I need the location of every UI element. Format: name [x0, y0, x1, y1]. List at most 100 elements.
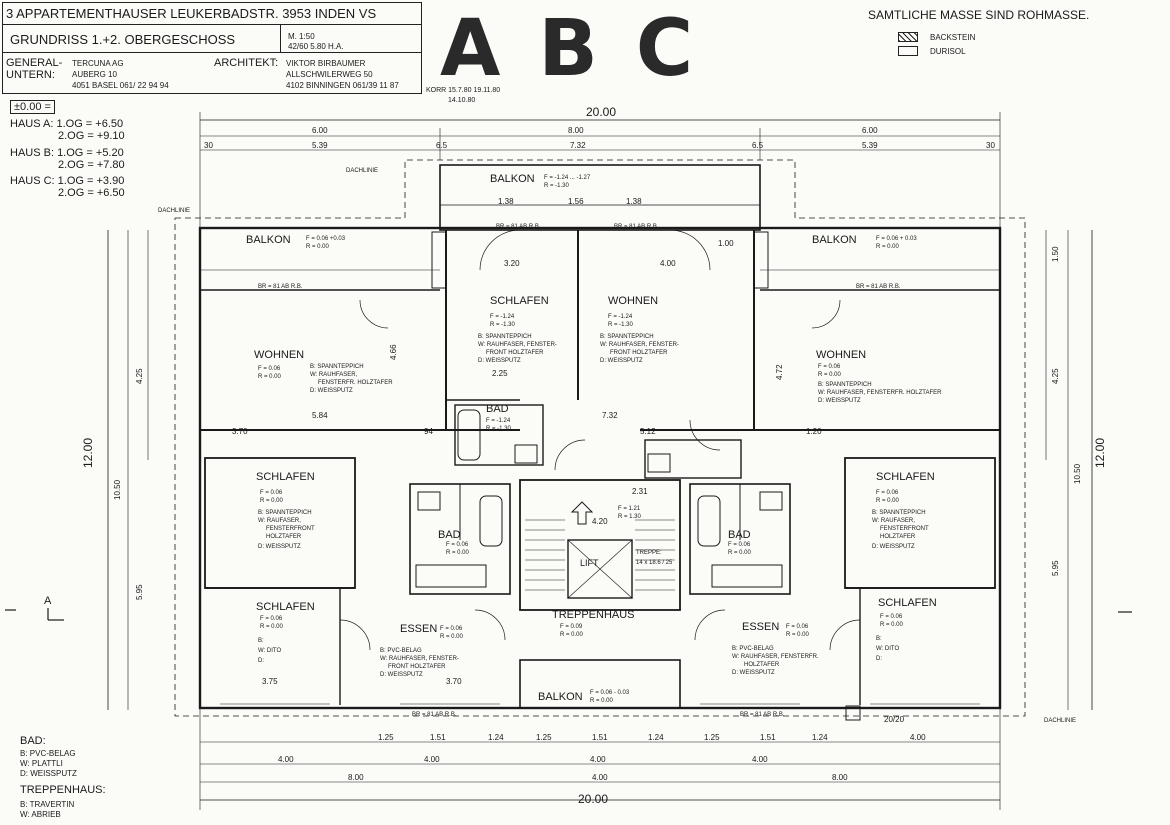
room-spec: D: WEISSPUTZ: [732, 670, 775, 676]
architect-line: ALLSCHWILERWEG 50: [286, 70, 373, 79]
room-spec: FRONT HOLZTAFER: [388, 664, 446, 670]
right-dim: 4.25: [1051, 368, 1060, 384]
abc-stencil-logo: ABC: [440, 4, 732, 94]
room-code: R = 0.00: [876, 244, 900, 250]
room-spec: B: SPANNTEPPICH: [478, 334, 532, 340]
top-sub-dim: 6.5: [752, 141, 764, 150]
room-code: F = -1.24: [490, 314, 515, 320]
br-label: BR = 81 AB R.B.: [614, 224, 659, 230]
misc-dim: 3.75: [262, 677, 278, 686]
contractor-line: AUBERG 10: [72, 70, 117, 79]
level-haus-a: HAUS A: 1.OG = +6.50: [10, 118, 124, 130]
dachlinie-label: DACHLINIE: [346, 168, 378, 174]
room-code: F = 0.06: [880, 614, 903, 620]
room-code: R = 0.00: [876, 498, 900, 504]
room-code: R = 0.00: [590, 698, 614, 704]
sheet-number: 42/60 5.80 H.A.: [288, 42, 344, 51]
misc-dim: 1.38: [626, 197, 642, 206]
architect-label: ARCHITEKT:: [214, 57, 279, 69]
room-spec: HOLZTAFER: [266, 534, 302, 540]
legend-label: DURISOL: [930, 47, 966, 56]
room-code: F = 0.06: [728, 542, 751, 548]
room-name: BAD: [486, 403, 509, 415]
misc-dim: 3.70: [446, 677, 462, 686]
finish-bad-item: D: WEISSPUTZ: [20, 769, 77, 778]
room-spec: HOLZTAFER: [880, 534, 916, 540]
room-code: F = 0.06: [258, 366, 281, 372]
legend-swatch-durisol: [898, 46, 918, 56]
right-dim: 10.50: [1073, 463, 1082, 484]
title-divider: [280, 24, 281, 52]
room-name: BAD: [728, 529, 751, 541]
room-spec: D: WEISSPUTZ: [310, 388, 353, 394]
lift-label: LIFT: [580, 558, 599, 568]
room-spec: D: WEISSPUTZ: [872, 544, 915, 550]
level-haus-b-2og: 2.OG = +7.80: [58, 159, 125, 171]
room-code: R = 0.00: [728, 550, 752, 556]
room-name: SCHLAFEN: [256, 471, 315, 483]
legend-label: BACKSTEIN: [930, 33, 976, 42]
bottom-detail-dim: 1.51: [760, 733, 776, 742]
misc-dim: 2.31: [632, 487, 648, 496]
revision-note: KORR 15.7.80 19.11.80: [426, 87, 501, 94]
sheet-title: GRUNDRISS 1.+2. OBERGESCHOSS: [10, 32, 236, 47]
top-sub-dim: 5.39: [862, 141, 878, 150]
top-dim: 6.00: [312, 126, 328, 135]
room-code: R = 0.00: [818, 372, 842, 378]
misc-dim: 4.20: [592, 517, 608, 526]
room-code: R = 0.00: [260, 624, 284, 630]
finish-bad-item: W: PLATTLI: [20, 759, 63, 768]
misc-dim: 94: [424, 427, 433, 436]
misc-dim: 4.72: [775, 364, 784, 380]
dimensions-note: SAMTLICHE MASSE SIND ROHMASSE.: [868, 8, 1090, 22]
bottom-dim: 4.00: [752, 755, 768, 764]
room-name: SCHLAFEN: [876, 471, 935, 483]
room-code: R = 0.00: [260, 498, 284, 504]
misc-dim: 1.00: [718, 239, 734, 248]
room-code: F = 0.06: [818, 364, 841, 370]
left-dim: 5.95: [135, 584, 144, 600]
room-spec: D: WEISSPUTZ: [478, 358, 521, 364]
general-label: GENERAL-: [6, 57, 63, 69]
contractor-line: TERCUNA AG: [72, 59, 124, 68]
bottom-detail-dim: 1.25: [704, 733, 720, 742]
misc-dim: 3.20: [504, 259, 520, 268]
room-code: R = -1.30: [490, 322, 516, 328]
architect-line: 4102 BINNINGEN 061/39 11 87: [286, 81, 399, 90]
misc-dim: 1.20: [806, 427, 822, 436]
room-spec: D: WEISSPUTZ: [380, 672, 423, 678]
room-code: R = 0.00: [560, 632, 584, 638]
room-code: F = 0.06: [260, 490, 283, 496]
room-code: F = 0.06: [876, 490, 899, 496]
top-dim: 6.00: [862, 126, 878, 135]
right-dim: 5.95: [1051, 560, 1060, 576]
bottom-detail-dim: 1.51: [430, 733, 446, 742]
room-code: R = 0.00: [306, 244, 330, 250]
misc-dim: 5.84: [312, 411, 328, 420]
room-code: R = 0.00: [258, 374, 282, 380]
room-code: F = -1.24: [608, 314, 633, 320]
bottom-detail-dim: 1.25: [378, 733, 394, 742]
room-name: ESSEN: [400, 623, 437, 635]
finish-bad-title: BAD:: [20, 735, 46, 747]
br-label: BR = 81 AB R.B.: [856, 284, 901, 290]
room-spec: D: WEISSPUTZ: [258, 544, 301, 550]
treppe-label: TREPPE:: [636, 550, 662, 556]
dachlinie-label: DACHLINIE: [1044, 718, 1076, 724]
room-spec: W: RAUHFASER, FENSTER-: [478, 342, 557, 348]
room-name: BALKON: [538, 691, 583, 703]
room-spec: HOLZTAFER: [744, 662, 780, 668]
room-name: BALKON: [490, 173, 535, 185]
room-name: ESSEN: [742, 621, 779, 633]
room-spec: W: RAUHFASER, FENSTER-: [380, 656, 459, 662]
scale-label: M. 1:50: [288, 32, 315, 41]
room-spec: B:: [258, 638, 264, 644]
room-code: F = 0.06 - 0.03: [590, 690, 630, 696]
room-code: F = -1.24: [486, 418, 511, 424]
bottom-detail-dim: 1.51: [592, 733, 608, 742]
level-haus-c: HAUS C: 1.OG = +3.90: [10, 175, 125, 187]
br-label: BR = 81 AB R.B.: [740, 712, 785, 718]
room-spec: FENSTERFR. HOLZTAFER: [318, 380, 393, 386]
bottom-detail-dim: 1.24: [812, 733, 828, 742]
